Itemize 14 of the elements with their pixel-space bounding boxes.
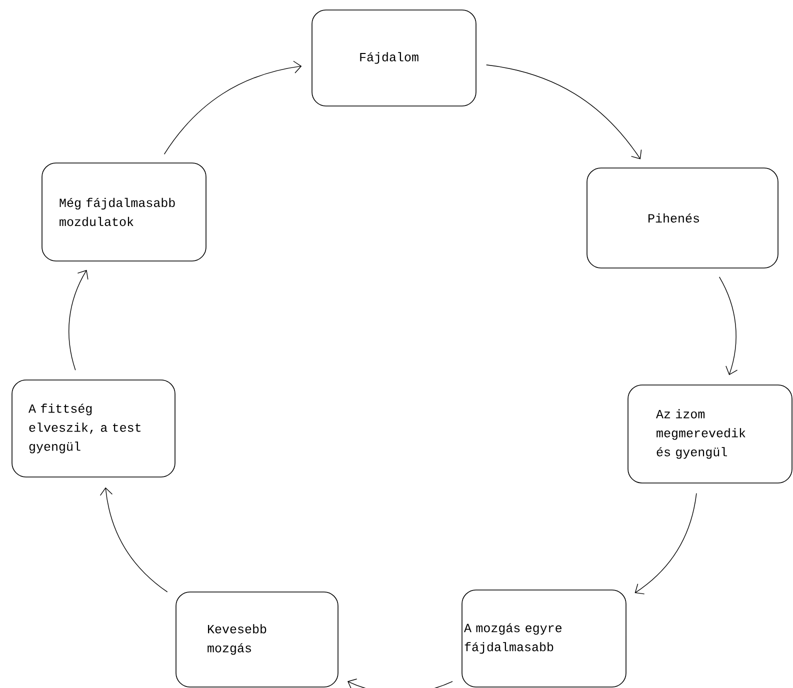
curved-arrow — [486, 64, 642, 160]
curved-arrow — [164, 60, 302, 154]
curved-arrow — [634, 492, 697, 594]
process-box: Kevesebb mozgás — [176, 592, 338, 688]
process-box: A mozgás egyre fájdalmasabb — [462, 590, 626, 688]
curved-arrow — [68, 270, 88, 370]
curved-arrow — [347, 678, 453, 688]
process-box: Pihenés — [586, 168, 778, 268]
process-box: Fájdalom — [312, 10, 476, 106]
process-box: Az izom megmerevedik és gyengül — [628, 384, 792, 484]
process-box: A fittség elveszik, a test gyengül — [12, 380, 176, 478]
curved-arrow — [718, 276, 738, 376]
process-box: Még fájdalmasabb mozdulatok — [42, 162, 206, 262]
curved-arrow — [100, 487, 168, 592]
